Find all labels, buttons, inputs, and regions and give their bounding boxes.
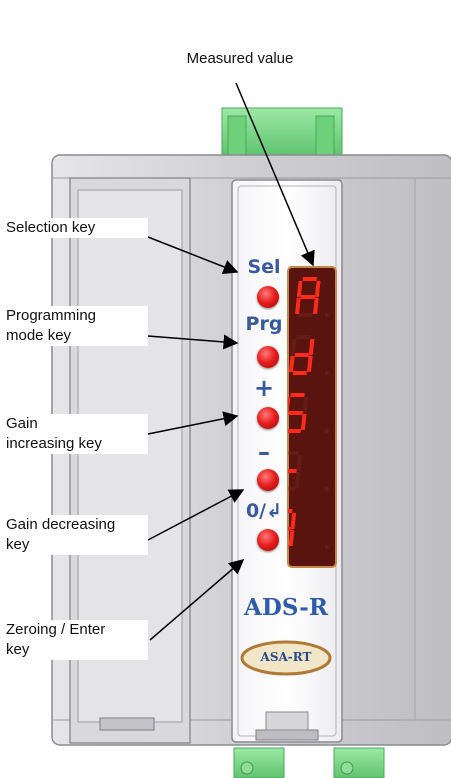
segment-g xyxy=(288,527,291,531)
arrow-zeroing-key xyxy=(149,559,245,641)
gain-increasing-key-label: Gain increasing key xyxy=(6,414,148,454)
segment-b xyxy=(296,455,303,471)
selection-key-label: Selection key xyxy=(6,218,148,238)
key-label-prg: Prg xyxy=(245,313,283,335)
segment-b xyxy=(308,339,315,355)
segment-d xyxy=(298,313,314,317)
decimal-point xyxy=(325,429,329,433)
segment-c xyxy=(300,414,307,430)
segment-c xyxy=(306,356,313,372)
display-digit xyxy=(288,335,329,375)
display-digit xyxy=(288,509,329,549)
display-window xyxy=(287,266,337,568)
segment-e xyxy=(295,298,301,314)
model-name: ADS-R xyxy=(244,594,328,621)
segment-g xyxy=(300,295,316,299)
segment-d xyxy=(292,371,308,375)
segment-a xyxy=(288,509,293,513)
bottom-connector xyxy=(233,747,385,778)
segment-g xyxy=(288,469,297,473)
arrow-programming-key xyxy=(147,334,239,350)
segment-g xyxy=(288,411,303,415)
segment-d xyxy=(288,429,301,433)
segment-a xyxy=(296,335,311,339)
segment-b xyxy=(314,281,321,297)
brand-name: ASA-RT xyxy=(260,650,312,664)
decimal-point xyxy=(325,371,329,375)
gain-decreasing-key-label: Gain decreasing key xyxy=(6,515,148,555)
leader-lines xyxy=(147,82,315,641)
segment-f xyxy=(296,281,303,297)
segment-a xyxy=(288,451,299,455)
key-label-plus: + xyxy=(253,374,275,402)
segment-d xyxy=(288,487,295,491)
segment-g xyxy=(294,353,309,357)
measured-value-label: Measured value xyxy=(186,50,294,67)
decimal-point xyxy=(325,545,329,549)
segment-f xyxy=(290,339,297,355)
segment-b xyxy=(290,513,297,529)
seven-segment-display xyxy=(288,277,329,549)
gain-decrease-button[interactable] xyxy=(257,469,279,491)
segment-d xyxy=(288,545,289,549)
arrow-selection-key xyxy=(147,236,239,275)
display-digit xyxy=(288,393,329,433)
programming-key-label: Programming mode key xyxy=(6,306,148,346)
segment-c xyxy=(313,298,319,314)
segment-c xyxy=(288,530,295,546)
zeroing-enter-key-label: Zeroing / Enter key xyxy=(6,620,148,660)
key-label-sel: Sel xyxy=(247,256,281,278)
arrow-gain-decreasing-key xyxy=(147,489,245,541)
segment-f xyxy=(288,397,291,413)
segment-b xyxy=(302,397,309,413)
programming-button[interactable] xyxy=(257,346,279,368)
arrow-gain-increasing-key xyxy=(147,411,239,435)
segment-c xyxy=(294,472,301,488)
brand-logo xyxy=(240,640,332,676)
arrow-measured-value xyxy=(235,82,315,267)
segment-e xyxy=(288,356,295,372)
top-connector xyxy=(221,107,343,157)
decimal-point xyxy=(325,487,329,491)
display-digit xyxy=(288,451,329,491)
gain-increase-button[interactable] xyxy=(257,407,279,429)
zero-enter-button[interactable] xyxy=(257,529,279,551)
segment-e xyxy=(288,414,289,430)
selection-button[interactable] xyxy=(257,286,279,308)
decimal-point xyxy=(325,313,329,317)
segment-a xyxy=(290,393,305,397)
display-digit xyxy=(295,277,329,317)
key-label-minus: – xyxy=(258,438,270,466)
segment-a xyxy=(302,277,317,281)
key-label-zero-enter: 0/↲ xyxy=(245,500,283,522)
